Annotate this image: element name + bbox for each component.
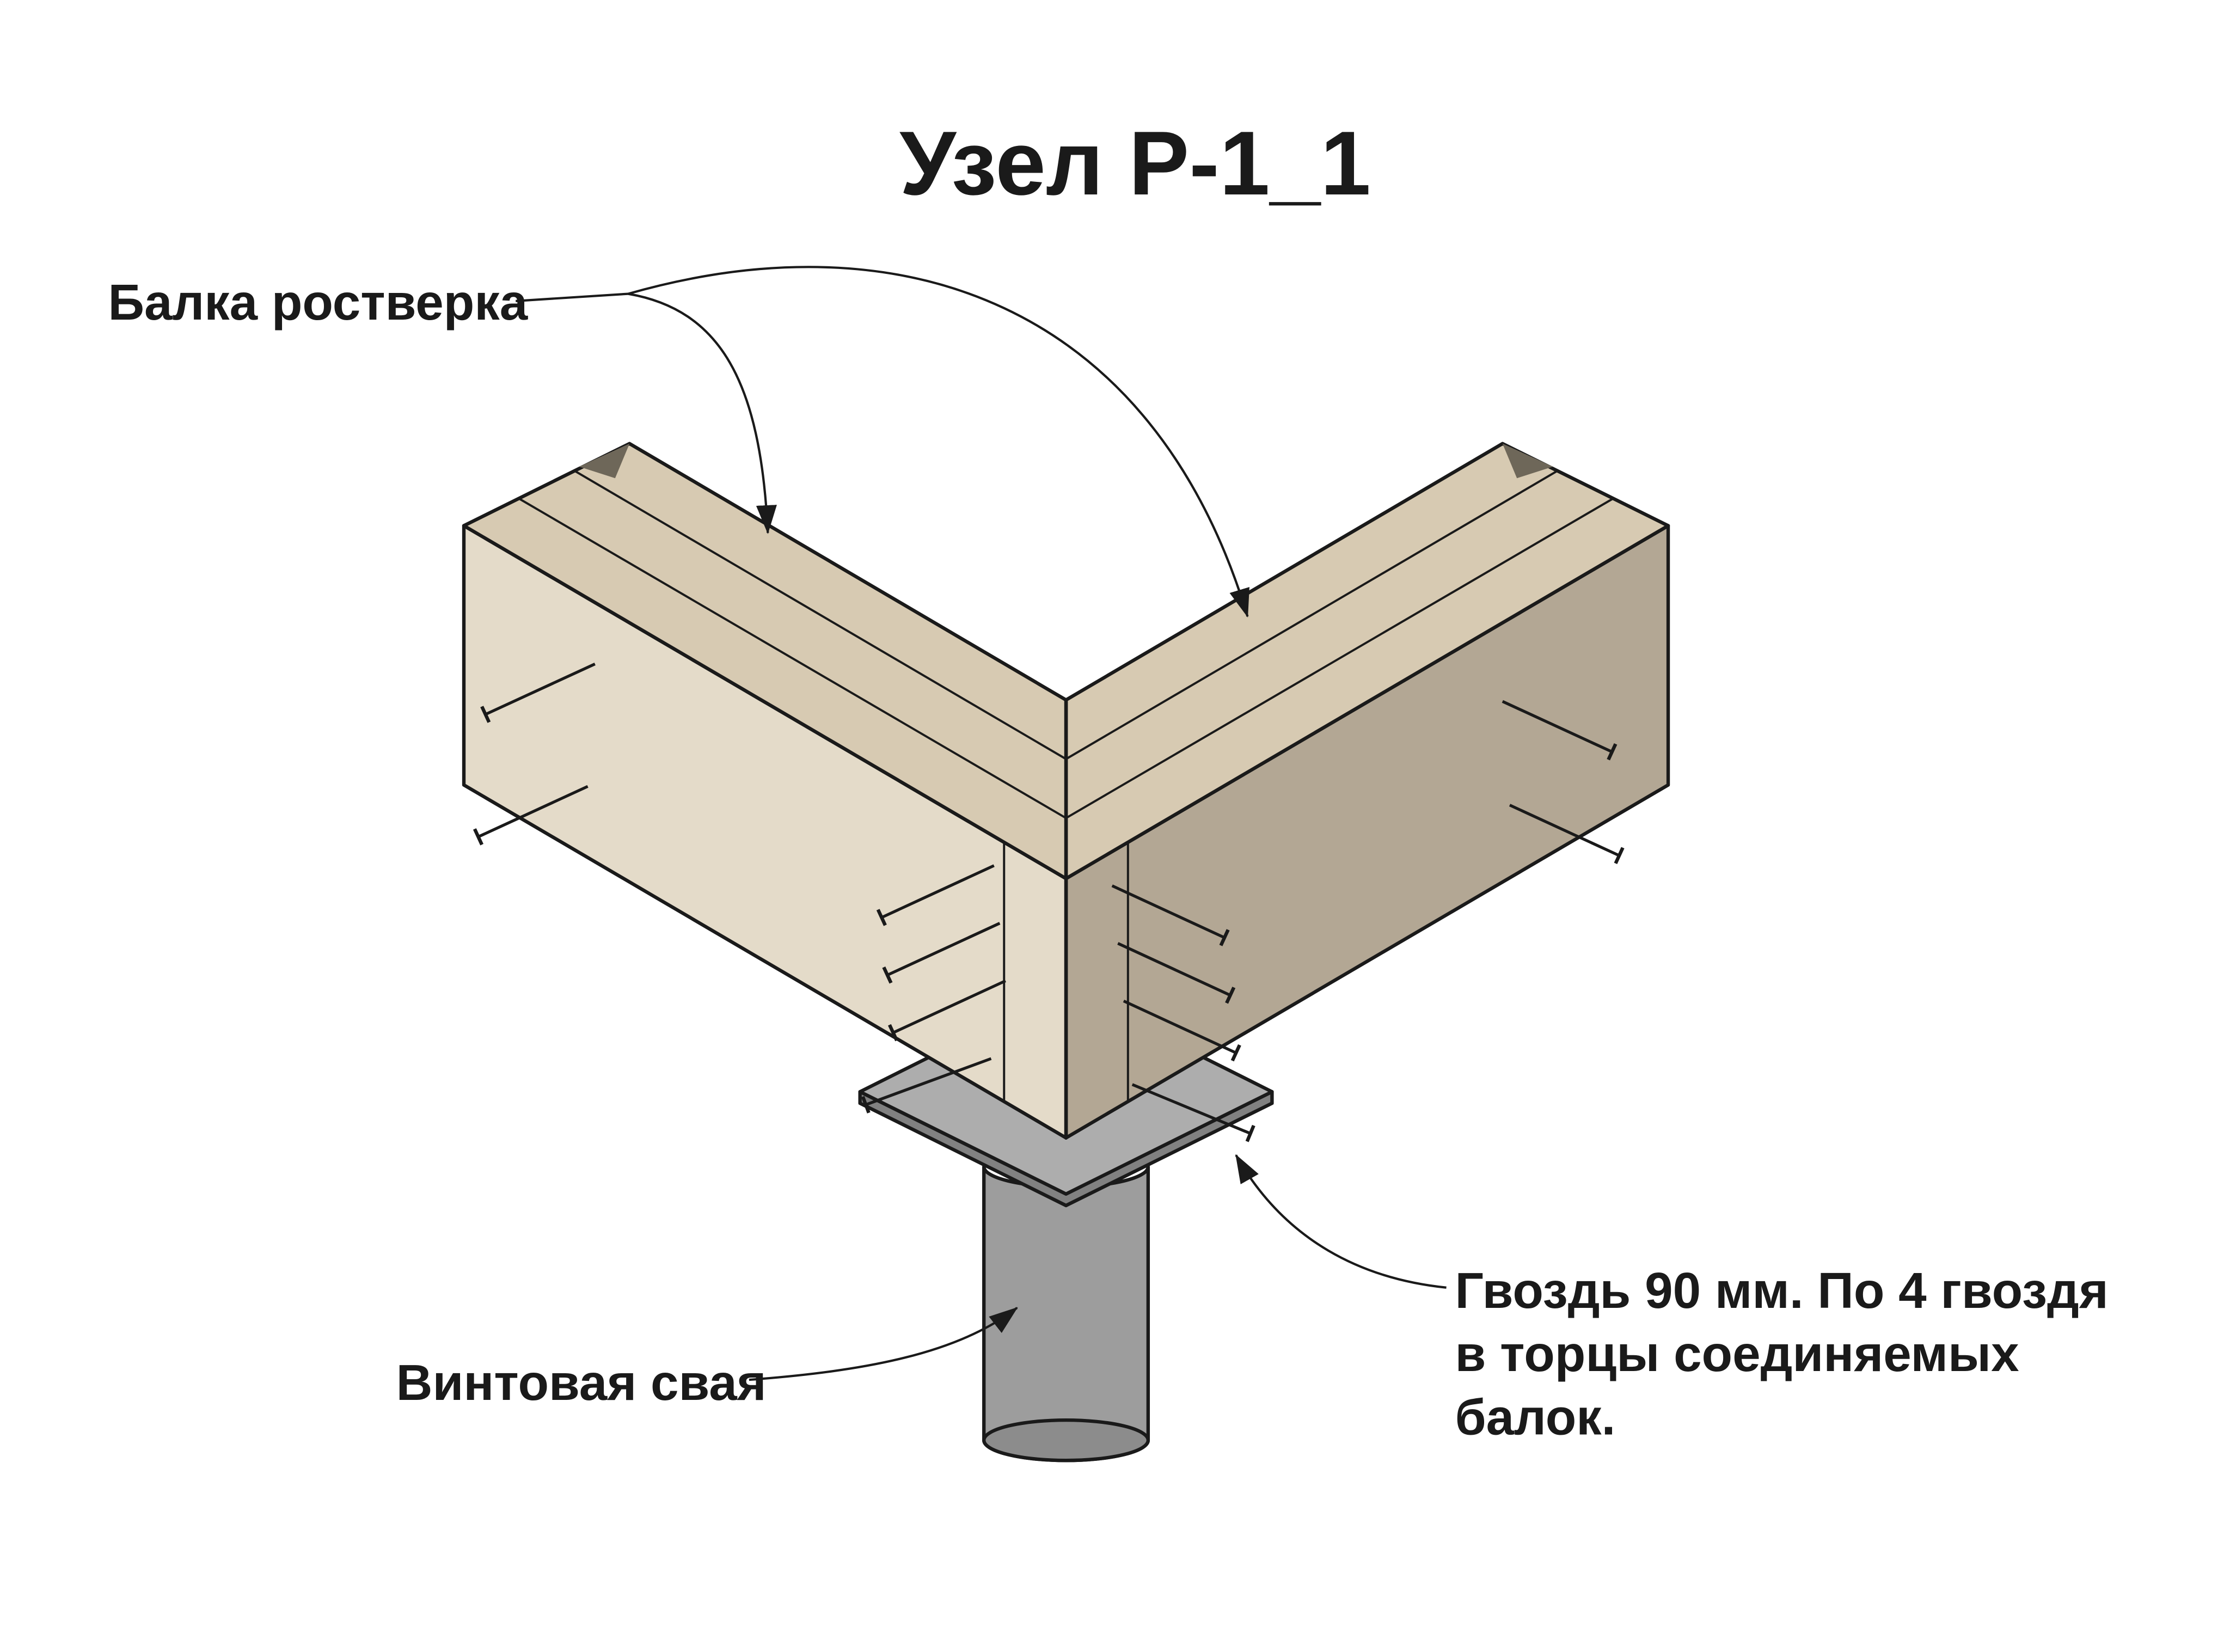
nail [865, 1057, 992, 1106]
nail-note-label: Гвоздь 90 мм. По 4 гвоздя в торцы соедин… [1455, 1262, 2108, 1446]
nail-note-line-3: балок. [1455, 1389, 1615, 1446]
screw-pile [982, 1165, 1150, 1463]
nail-head [887, 1024, 899, 1042]
nail [1131, 1083, 1251, 1135]
beam-right-end-cut [1502, 443, 1553, 479]
nail-head [1607, 743, 1618, 761]
nail-note-line-1: Гвоздь 90 мм. По 4 гвоздя [1455, 1262, 2108, 1319]
beam-left-plank-seam [518, 497, 1067, 819]
nail [485, 663, 596, 716]
beam-right-plank-seam [1065, 497, 1614, 819]
leader-lines [516, 266, 1447, 1381]
beam-label-leader-stem [516, 292, 628, 302]
beam-left-plank-seam [574, 470, 1067, 760]
diagram-title: Узел Р-1_1 [899, 113, 1371, 214]
pile-label: Винтовая свая [396, 1354, 767, 1411]
nail-head [1614, 847, 1625, 864]
nail [881, 864, 995, 919]
nail [1111, 884, 1226, 939]
nail-head [1219, 929, 1230, 946]
nail-head [876, 909, 887, 926]
nail [886, 922, 1001, 977]
nail-note-leader [1235, 1154, 1447, 1289]
nail-head [861, 1096, 871, 1113]
nail-head [1230, 1044, 1241, 1062]
nail [892, 979, 1007, 1034]
nail-head [480, 706, 491, 723]
beam-label-leader-left [628, 292, 777, 534]
beam-left-top-face [462, 442, 1068, 880]
beam-left-end-cut [579, 443, 630, 479]
pile-label-leader [749, 1307, 1018, 1381]
nail [1502, 700, 1613, 754]
nail-head [473, 828, 483, 846]
beam-label: Балка ростверка [108, 274, 528, 331]
beam-label-leader-right [628, 266, 1249, 618]
nail [1509, 804, 1620, 857]
nails-layer [473, 663, 1625, 1142]
beam-right-plank-seam [1065, 470, 1558, 760]
pile-bottom-rim [982, 1418, 1150, 1463]
nail-note-line-2: в торцы соединяемых [1455, 1325, 2019, 1382]
nail [477, 785, 589, 839]
nail-head [1225, 987, 1236, 1004]
grillage-beam-left [462, 442, 1068, 1140]
nail [1123, 999, 1237, 1055]
nail-head [1245, 1124, 1255, 1142]
nail [1117, 942, 1231, 997]
grillage-beam-right [1064, 442, 1670, 1140]
nail-head [882, 966, 893, 984]
